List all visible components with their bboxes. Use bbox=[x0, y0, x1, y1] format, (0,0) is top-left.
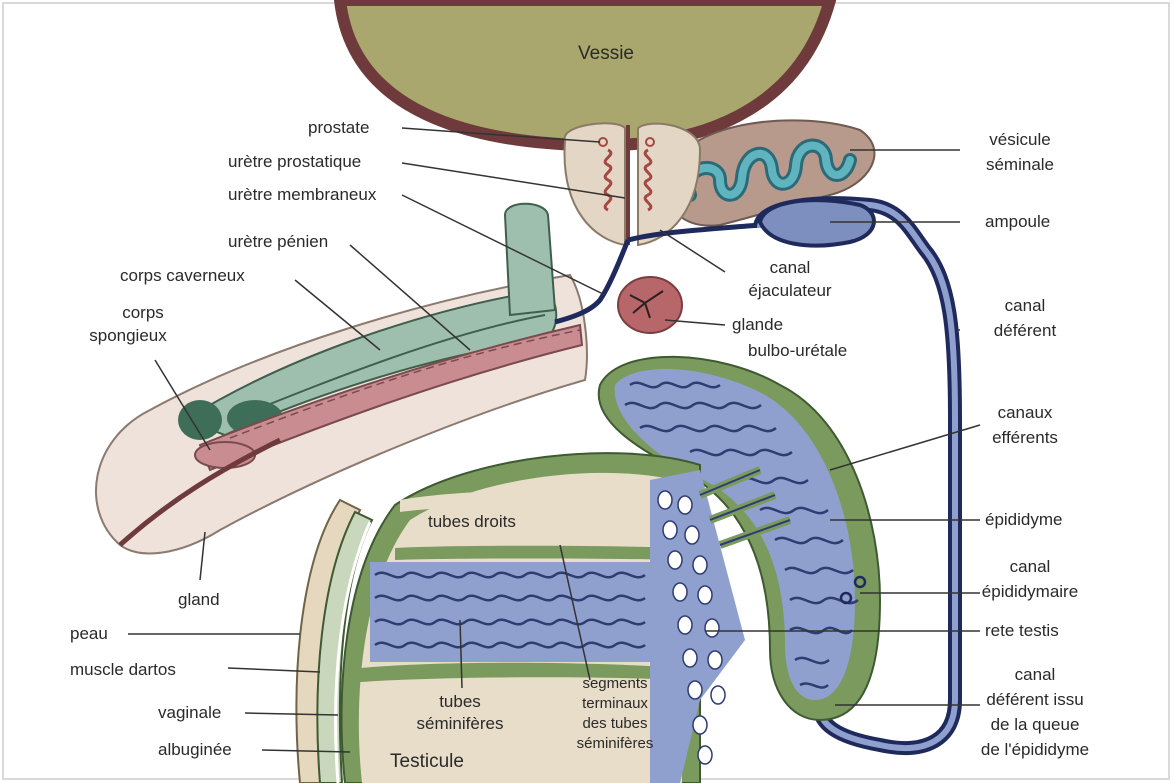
label-ampoule: ampoule bbox=[985, 212, 1050, 232]
label-uretre-prostatique: urètre prostatique bbox=[228, 152, 361, 172]
label-tubes-seminiferes-1: tubes bbox=[400, 692, 520, 712]
label-corps-caverneux: corps caverneux bbox=[120, 266, 245, 286]
label-uretre-penien: urètre pénien bbox=[228, 232, 328, 252]
label-canaux-efferents-2: efférents bbox=[965, 428, 1085, 448]
label-glande-2: bulbo-urétale bbox=[748, 341, 847, 361]
label-segments-2: terminaux bbox=[560, 695, 670, 713]
label-vesicule-1: vésicule bbox=[960, 130, 1080, 150]
label-peau: peau bbox=[70, 624, 108, 644]
label-deferent-issu-2: déférent issu bbox=[960, 690, 1110, 710]
label-deferent-issu-1: canal bbox=[960, 665, 1110, 685]
label-canal-ejaculateur-2: éjaculateur bbox=[720, 281, 860, 301]
label-canal-deferent-2: déférent bbox=[965, 321, 1085, 341]
label-canal-ejaculateur-1: canal bbox=[720, 258, 860, 278]
label-uretre-membraneux: urètre membraneux bbox=[228, 185, 376, 205]
testis bbox=[296, 453, 790, 783]
label-deferent-issu-3: de la queue bbox=[960, 715, 1110, 735]
label-deferent-issu-4: de l'épididyme bbox=[960, 740, 1110, 760]
label-muscle-dartos: muscle dartos bbox=[70, 660, 176, 680]
label-vesicule-2: séminale bbox=[960, 155, 1080, 175]
label-vessie: Vessie bbox=[578, 44, 634, 64]
label-segments-3: des tubes bbox=[560, 715, 670, 733]
label-tubes-seminiferes-2: séminifères bbox=[400, 714, 520, 734]
ampulla bbox=[760, 200, 874, 245]
label-vaginale: vaginale bbox=[158, 703, 221, 723]
bulbourethral-gland bbox=[618, 277, 682, 333]
label-segments-1: segments bbox=[560, 675, 670, 693]
label-corps-spongieux-1: corps bbox=[88, 303, 198, 323]
label-rete-testis: rete testis bbox=[985, 621, 1059, 641]
label-canal-deferent-1: canal bbox=[965, 296, 1085, 316]
label-canaux-efferents-1: canaux bbox=[965, 403, 1085, 423]
label-tubes-droits: tubes droits bbox=[428, 512, 516, 532]
label-glande-1: glande bbox=[732, 315, 783, 335]
label-corps-spongieux-2: spongieux bbox=[58, 326, 198, 346]
label-canal-epididymaire-1: canal bbox=[960, 557, 1100, 577]
label-albuginee: albuginée bbox=[158, 740, 232, 760]
label-testicule: Testicule bbox=[390, 752, 464, 772]
label-gland: gland bbox=[178, 590, 220, 610]
label-prostate: prostate bbox=[308, 118, 369, 138]
label-canal-epididymaire-2: épididymaire bbox=[960, 582, 1100, 602]
label-epididyme: épididyme bbox=[985, 510, 1063, 530]
label-segments-4: séminifères bbox=[560, 735, 670, 753]
